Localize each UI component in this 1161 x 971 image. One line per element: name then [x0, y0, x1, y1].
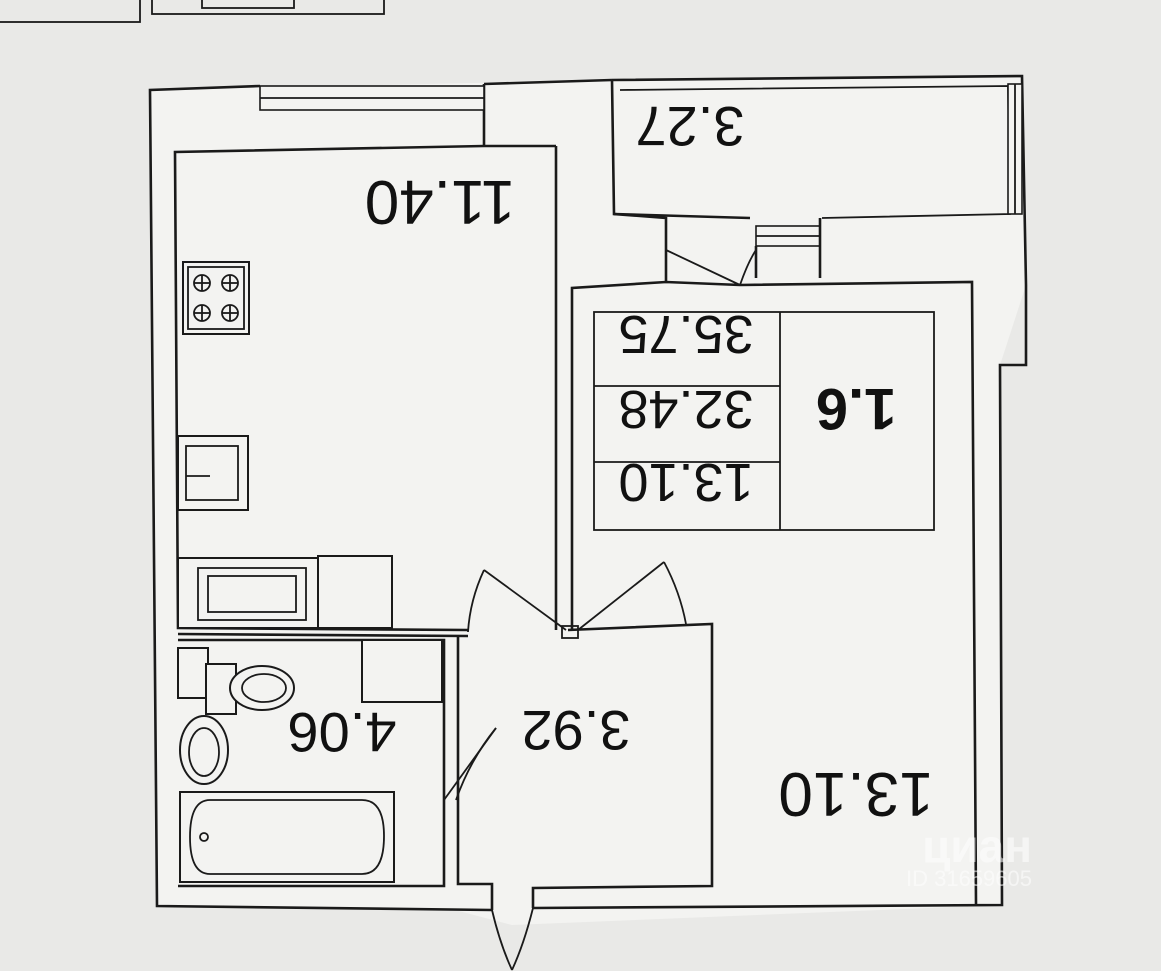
- stove: [182, 261, 250, 335]
- living-area-label: 13.10: [778, 759, 933, 828]
- kitchen: [173, 144, 558, 632]
- watermark-brand: циан: [922, 820, 1032, 872]
- kitchen-area-label: 11.40: [365, 167, 516, 236]
- apartment-type-label: 1.6: [816, 376, 897, 441]
- cian-watermark: циан ID 31659605: [906, 820, 1032, 891]
- living-room: [570, 280, 978, 905]
- bathtub: [179, 791, 395, 883]
- wash-basin: [179, 715, 229, 785]
- kitchen-sink: [177, 435, 249, 511]
- paper-sheet: [150, 76, 1026, 925]
- hall-area-label: 3.92: [522, 699, 631, 762]
- loggia: [610, 79, 1023, 286]
- total-with-loggia-value: 35.75: [618, 304, 753, 364]
- watermark-id: ID 31659605: [906, 866, 1032, 891]
- bathroom-area-label: 4.06: [288, 701, 397, 764]
- living-area-value: 13.10: [618, 452, 753, 512]
- toilet: [177, 647, 295, 715]
- kitchen-counter: [177, 555, 393, 629]
- top-strip-remnant: [0, 0, 385, 23]
- bathroom: [177, 632, 497, 888]
- loggia-area-label: 3.27: [636, 95, 745, 158]
- outer-walls: [148, 74, 1028, 912]
- hall: [456, 561, 714, 971]
- summary-table: [593, 311, 935, 531]
- total-area-value: 32.48: [618, 379, 753, 439]
- kitchen-window: [259, 85, 485, 111]
